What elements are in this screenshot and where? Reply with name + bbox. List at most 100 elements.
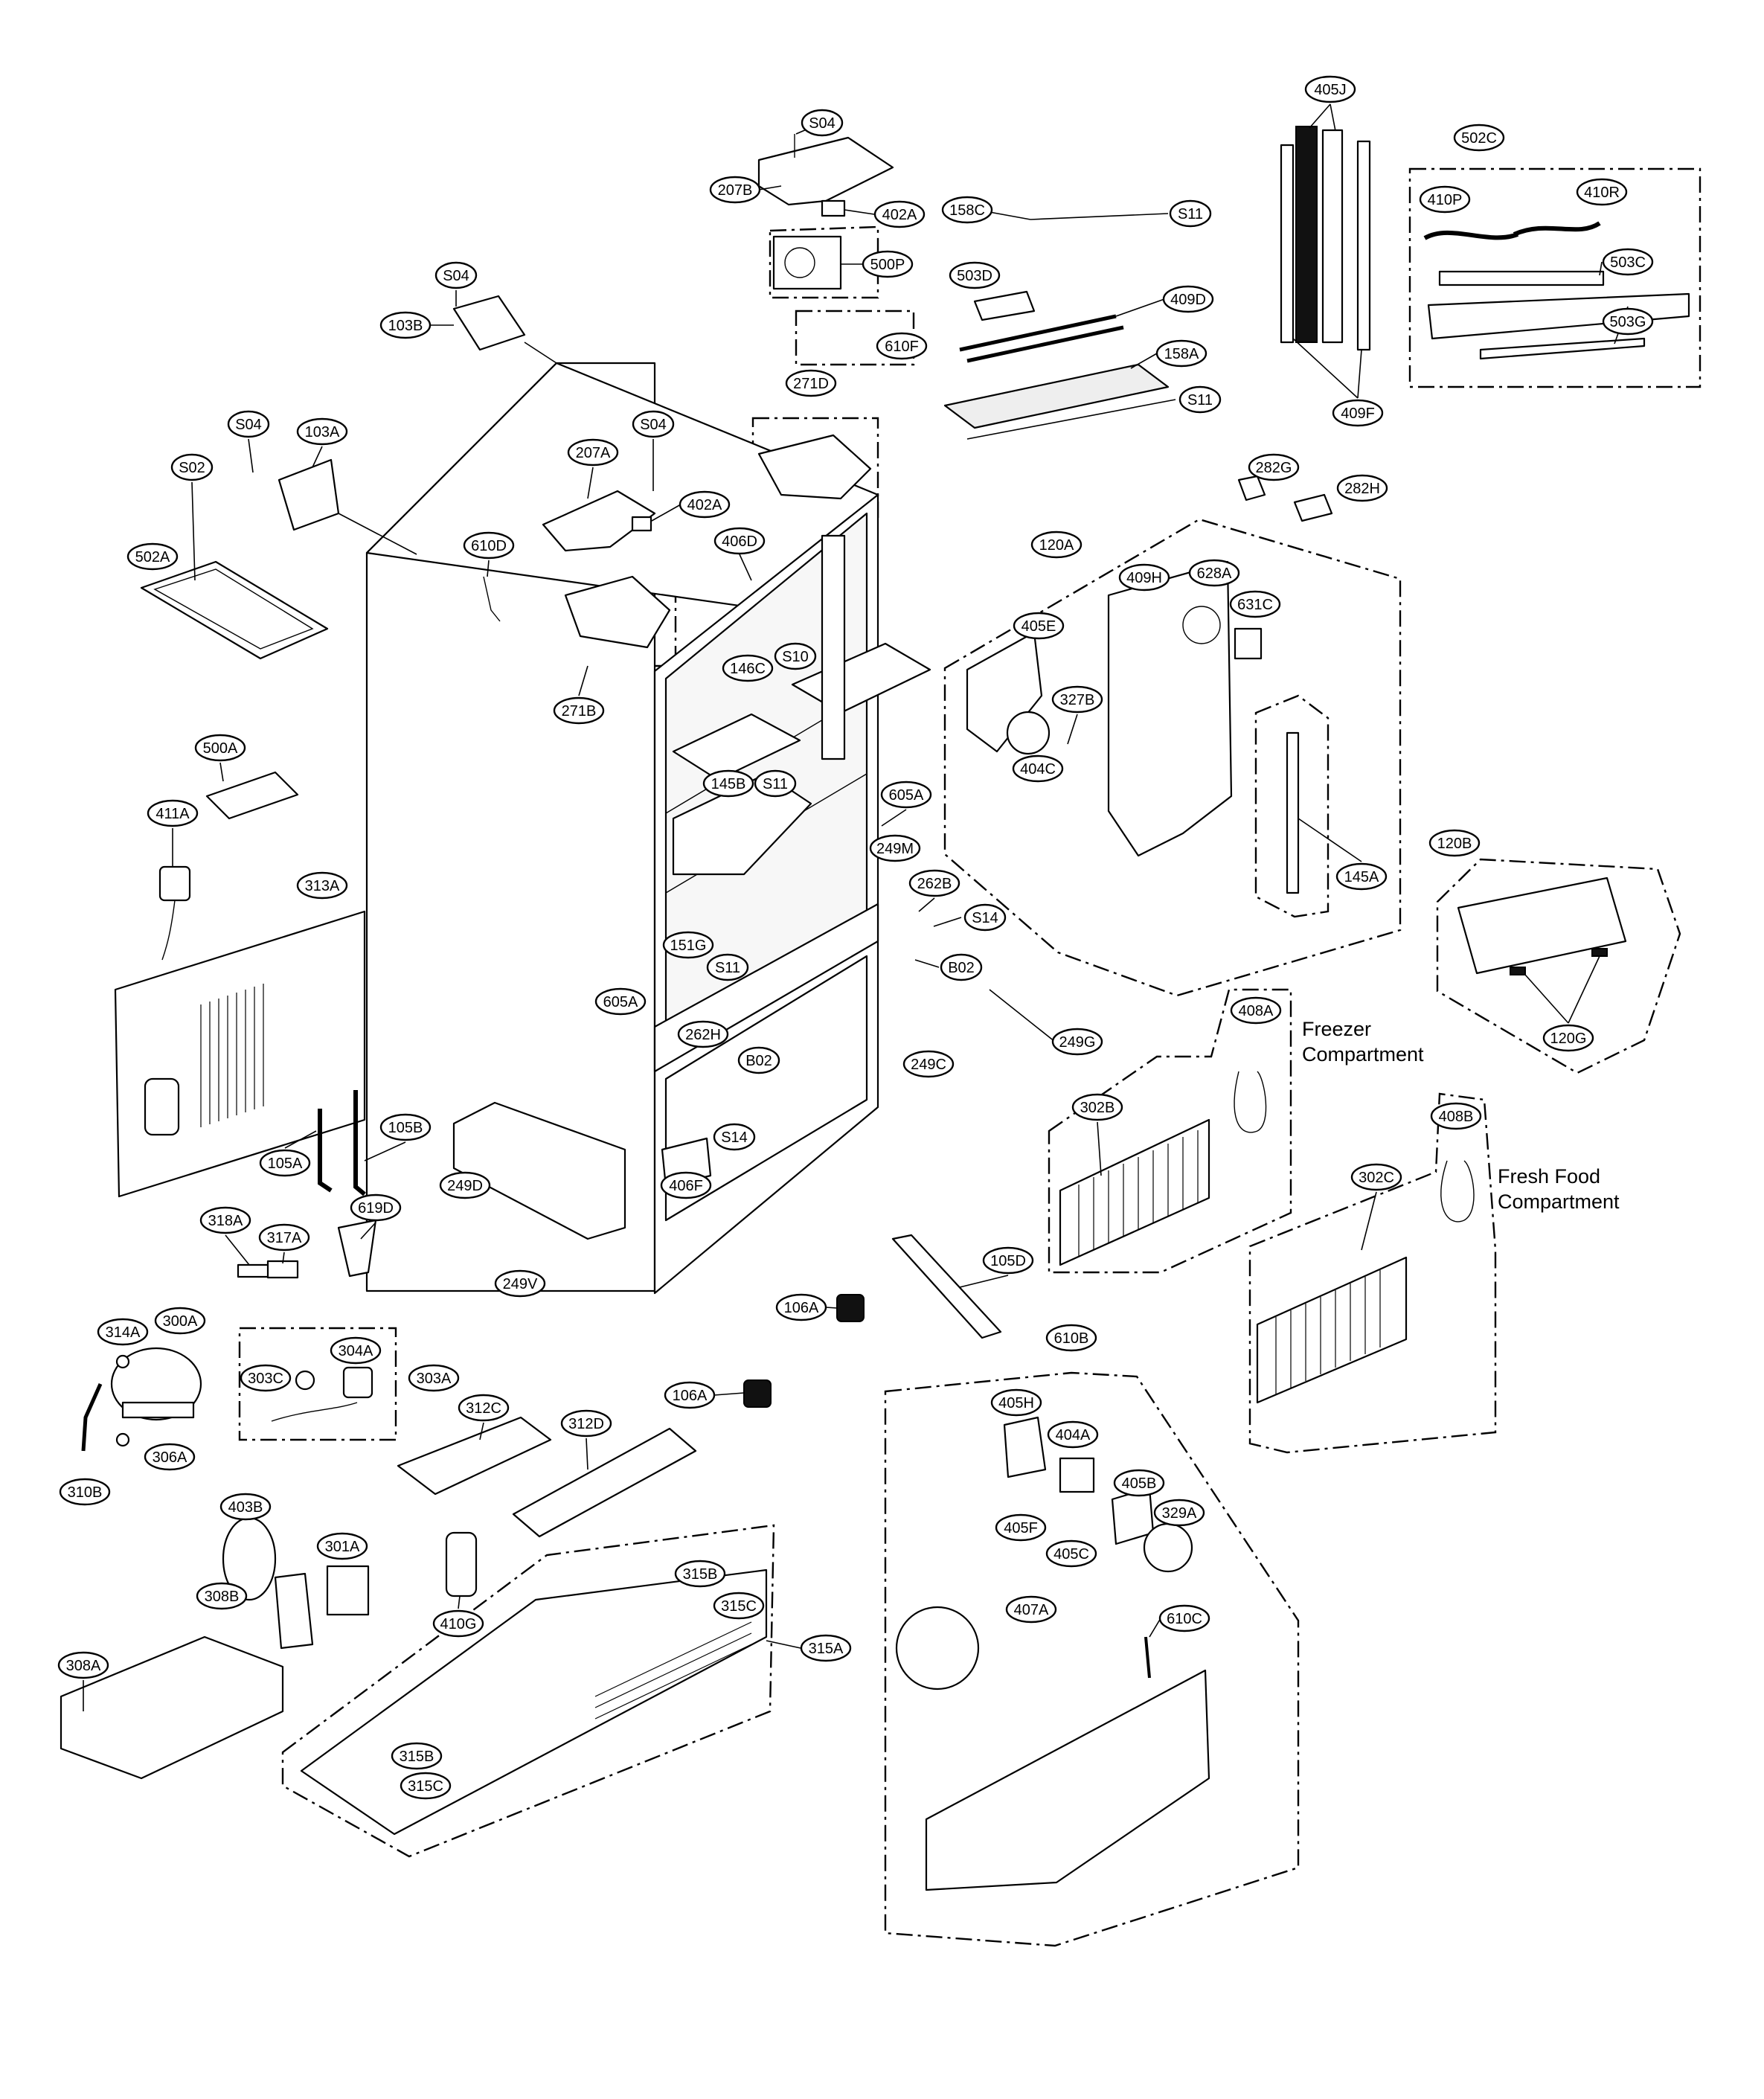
callout-label: 262H — [685, 1027, 721, 1043]
cord-411a — [161, 900, 176, 961]
callout-315b: 315B — [674, 1560, 726, 1588]
callout-bubble — [963, 903, 1007, 932]
callout-106a: 106A — [775, 1293, 827, 1321]
callout-label: 317A — [267, 1230, 302, 1246]
callout-408b: 408B — [1430, 1102, 1482, 1130]
callout-label: 318A — [208, 1213, 243, 1229]
rear-cover — [114, 910, 366, 1198]
callout-503c: 503C — [1602, 248, 1654, 276]
callout-317a: 317A — [258, 1223, 310, 1252]
grommet-306a — [115, 1432, 130, 1447]
outline-500p-group — [769, 225, 879, 299]
callout-bubble — [1118, 563, 1170, 592]
callout-bubble — [463, 531, 515, 560]
callout-145b: 145B — [702, 769, 754, 798]
callout-s11: S11 — [1169, 199, 1212, 228]
callout-bubble — [774, 642, 817, 670]
callout-label: 605A — [603, 994, 638, 1010]
control-box-body — [757, 136, 894, 206]
callout-bubble — [941, 196, 993, 224]
callout-308a: 308A — [57, 1651, 109, 1679]
callout-label: 408B — [1439, 1109, 1474, 1125]
callout-label: 409D — [1170, 292, 1206, 308]
callout-bubble — [458, 1394, 510, 1422]
callout-label: 327B — [1060, 692, 1095, 708]
callout-249v: 249V — [494, 1269, 546, 1298]
callout-s04: S04 — [434, 261, 478, 289]
callout-label: S04 — [235, 417, 262, 433]
callout-label: 106A — [784, 1300, 819, 1316]
lead-103b-cabinet — [524, 342, 557, 364]
callout-bubble — [632, 410, 675, 438]
display-503c — [1438, 270, 1605, 286]
callout-label: 308A — [66, 1658, 101, 1674]
callout-314a: 314A — [97, 1318, 149, 1346]
callout-label: 271B — [562, 703, 597, 720]
callout-145a: 145A — [1335, 862, 1388, 891]
callout-bubble — [144, 1443, 196, 1471]
callout-label: 310B — [68, 1484, 103, 1501]
gasket-405j-b — [1321, 129, 1344, 344]
callout-b02: B02 — [940, 953, 983, 981]
callout-502a: 502A — [126, 542, 179, 571]
clip-282g — [1237, 475, 1266, 501]
callout-label: B02 — [745, 1053, 772, 1069]
callout-405c: 405C — [1045, 1539, 1097, 1568]
callout-label: 249V — [503, 1276, 538, 1292]
callout-label: 619D — [358, 1200, 394, 1217]
callout-bubble — [713, 1592, 765, 1620]
harness-410r — [1513, 221, 1601, 237]
callout-bubble — [379, 1113, 432, 1141]
rail-409f-left — [1280, 144, 1295, 344]
callout-405h: 405H — [990, 1388, 1042, 1417]
callout-s02: S02 — [170, 453, 214, 481]
callout-s11: S11 — [1178, 385, 1222, 414]
callout-bubble — [1155, 339, 1207, 368]
callout-610c: 610C — [1158, 1604, 1210, 1632]
relay-harness — [271, 1402, 358, 1422]
panel-502c — [1427, 292, 1690, 340]
callout-bubble — [560, 1409, 612, 1438]
callout-label: 207B — [718, 182, 753, 199]
callout-bubble — [982, 1246, 1034, 1275]
evaporator-302c — [1256, 1160, 1475, 1404]
outline-315a-group — [281, 1524, 775, 1858]
callout-bubble — [949, 261, 1001, 289]
callout-bubble — [219, 1493, 272, 1521]
outline-610b-group — [884, 1371, 1300, 1947]
control-box-207b — [757, 134, 894, 217]
callout-label: 315C — [721, 1598, 757, 1615]
connector-402a — [821, 199, 846, 217]
callout-label: 402A — [687, 497, 722, 513]
callout-label: 120A — [1039, 537, 1074, 554]
callout-label: 313A — [305, 878, 340, 894]
clip-120g-b — [1591, 948, 1608, 957]
foot-106a-left — [836, 1294, 865, 1322]
tray-502a-inner — [153, 568, 314, 650]
callout-bubble — [785, 369, 837, 397]
callout-s11: S11 — [706, 953, 749, 981]
duct-fan-opening — [1182, 606, 1221, 644]
callout-bubble — [1419, 185, 1471, 214]
relay-304a — [342, 1366, 373, 1399]
callout-410r: 410R — [1576, 178, 1628, 206]
callout-label: 103B — [388, 318, 423, 334]
callout-bubble — [677, 1020, 729, 1048]
filter-631c — [1234, 627, 1263, 660]
callout-151g: 151G — [662, 931, 714, 959]
callout-label: 303C — [248, 1371, 283, 1387]
callout-406f: 406F — [660, 1171, 712, 1199]
callout-405b: 405B — [1113, 1469, 1165, 1497]
callout-label: 610D — [471, 538, 507, 554]
callout-405e: 405E — [1013, 612, 1065, 640]
callout-249c: 249C — [902, 1050, 955, 1078]
callout-bubble — [873, 200, 926, 228]
callout-label: 262B — [917, 876, 952, 892]
callout-label: 402A — [882, 207, 917, 223]
callout-s10: S10 — [774, 642, 817, 670]
callout-label: 410P — [1428, 192, 1463, 208]
callout-bubble — [679, 490, 731, 519]
callout-610d: 610D — [463, 531, 515, 560]
gasket-405j-a — [1295, 126, 1318, 343]
